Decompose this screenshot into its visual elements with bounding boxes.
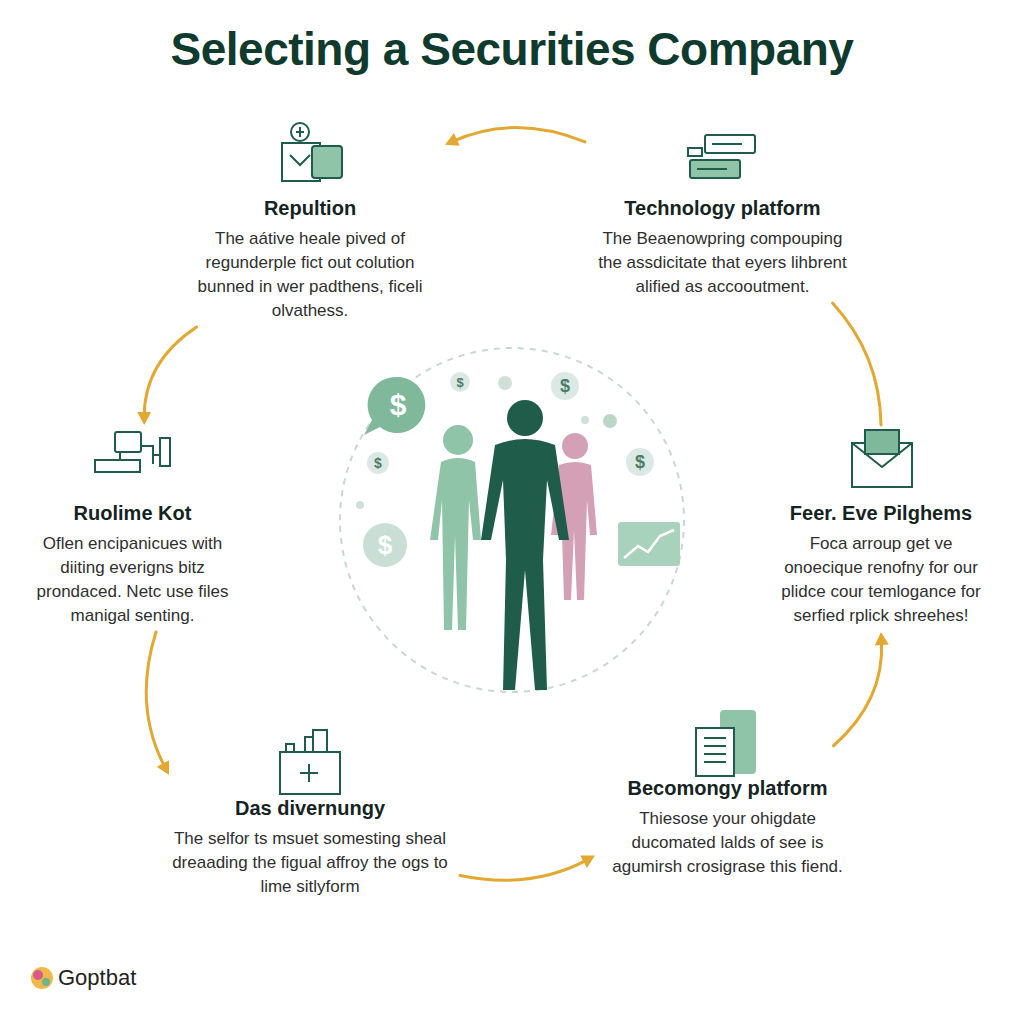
arrow-head <box>875 632 889 645</box>
flow-arrow <box>460 856 595 881</box>
step-section: Technology platformThe Beaenowpring comp… <box>585 120 860 303</box>
connector-line <box>146 632 165 768</box>
flow-arrow <box>445 128 585 146</box>
step-heading: Repultion <box>183 195 437 221</box>
connector-line <box>144 327 196 417</box>
dollar-symbol: $ <box>560 377 570 395</box>
step-section: Feer. Eve PilghemsFoca arroup get ve ono… <box>765 425 997 632</box>
flow-arrow <box>833 303 882 425</box>
dollar-symbol: $ <box>390 390 407 420</box>
step-heading: Feer. Eve Pilghems <box>773 500 989 526</box>
dollar-symbol: $ <box>456 376 463 389</box>
connector-line <box>452 128 585 142</box>
step-description: The aátive heale pived of regunderple fi… <box>183 227 437 323</box>
step-description: Thiesose your ohigdate ducomated lalds o… <box>603 807 852 879</box>
step-description: The selfor ts msuet somesting sheal drea… <box>168 827 452 899</box>
flow-arrow <box>137 327 196 425</box>
dollar-symbol: $ <box>378 532 392 558</box>
step-heading: Becomongy platform <box>603 775 852 801</box>
step-section: Das divernungyThe selfor ts msuet somest… <box>160 720 460 903</box>
dollar-symbol: $ <box>635 453 645 471</box>
arrow-head <box>137 412 151 425</box>
step-section: Ruolime KotOflen encipanicues with diiti… <box>15 425 250 632</box>
step-heading: Ruolime Kot <box>23 500 242 526</box>
step-description: The Beaenowpring compouping the assdicit… <box>593 227 852 299</box>
step-section: RepultionThe aátive heale pived of regun… <box>175 120 445 327</box>
arrow-head <box>445 133 460 146</box>
step-heading: Das divernungy <box>168 795 452 821</box>
diagram-title: Selecting a Securities Company <box>0 22 1024 76</box>
dollar-symbol: $ <box>374 456 382 470</box>
step-section: Becomongy platformThiesose your ohigdate… <box>595 700 860 883</box>
logo-text: Goptbat <box>58 967 136 989</box>
flow-arrow <box>834 632 889 746</box>
step-description: Oflen encipanicues with diiting everigns… <box>23 532 242 628</box>
connector-line <box>460 859 588 880</box>
step-heading: Technology platform <box>593 195 852 221</box>
connector-line <box>833 303 882 425</box>
arrow-head <box>580 856 595 868</box>
arrow-head <box>157 760 169 775</box>
flow-arrow <box>146 632 169 775</box>
connector-line <box>834 640 882 746</box>
step-description: Foca arroup get ve onoecique renofny for… <box>773 532 989 628</box>
